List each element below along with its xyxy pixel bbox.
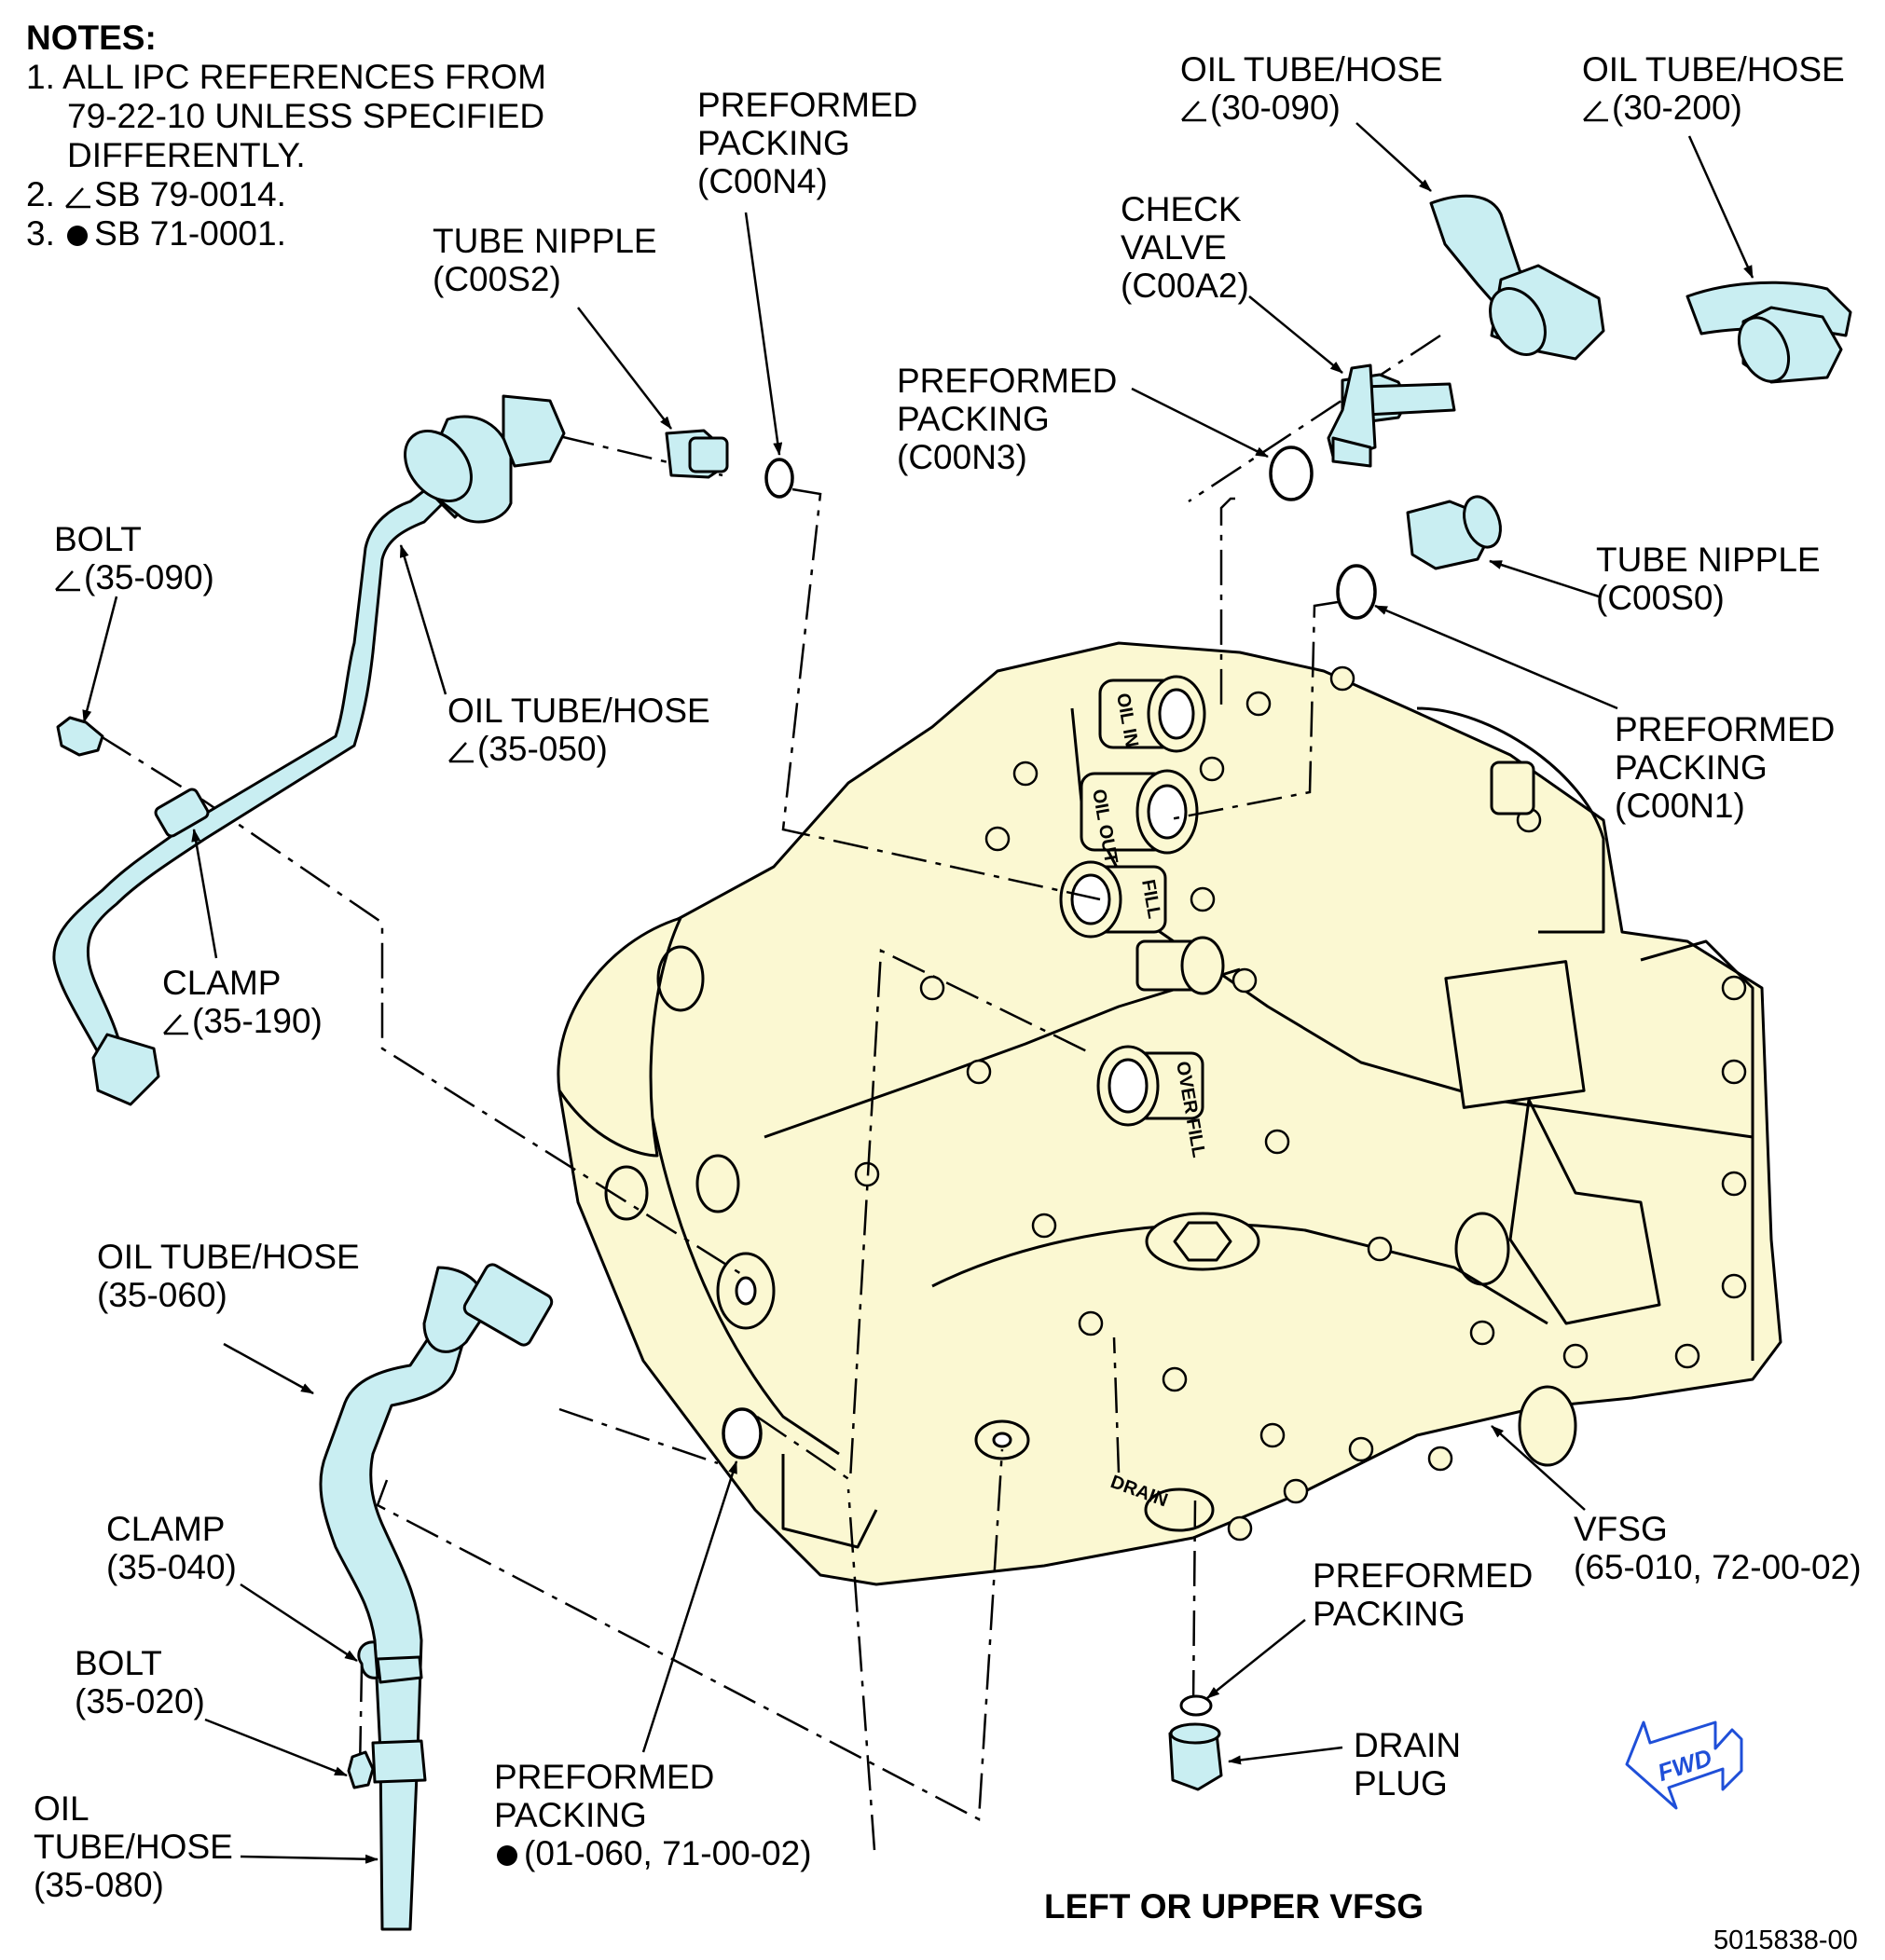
oil-tube-hose-30-200 xyxy=(1685,281,1852,384)
oil-tube-hose-35-060 xyxy=(319,1263,554,1931)
check-valve-port xyxy=(1135,936,1225,995)
oil-tube-hose-30-090 xyxy=(1429,194,1605,361)
callout-preformed-packing-c00n4: PREFORMED PACKING (C00N4) xyxy=(697,86,918,200)
preformed-packing-c00n1 xyxy=(1336,564,1377,620)
drain-plug xyxy=(1168,1722,1223,1791)
note-3: 3. SB 71-0001. xyxy=(26,214,286,253)
oil-in-port xyxy=(1098,675,1206,753)
callout-preformed-packing-c00n1: PREFORMED PACKING (C00N1) xyxy=(1615,710,1836,825)
drawing-number: 5015838-00 xyxy=(1713,1926,1858,1955)
callout-bolt-35-020: BOLT (35-020) xyxy=(75,1644,205,1720)
preformed-packing-c00n3 xyxy=(1269,445,1314,501)
callout-tube-nipple-c00s2: TUBE NIPPLE (C00S2) xyxy=(433,222,657,298)
tube-nipple-c00s2 xyxy=(665,429,729,479)
over-fill-port xyxy=(1096,1045,1204,1127)
callout-drain-plug: DRAIN PLUG xyxy=(1354,1726,1462,1802)
tube-nipple-c00s0 xyxy=(1406,495,1502,570)
fwd-arrow: FWD xyxy=(1625,1720,1743,1810)
callout-preformed-packing-01-060: PREFORMED PACKING (01-060, 71-00-02) xyxy=(494,1758,812,1872)
callout-bolt-35-090: BOLT (35-090) xyxy=(54,520,214,596)
callout-clamp-35-040: CLAMP (35-040) xyxy=(106,1510,237,1586)
notes-title: NOTES: xyxy=(26,19,157,57)
triangle-mark-icon xyxy=(55,570,80,592)
triangle-mark-icon xyxy=(1181,101,1206,122)
filled-circle-icon xyxy=(497,1845,517,1866)
oil-fill-port xyxy=(1059,860,1167,939)
bolt-35-090 xyxy=(56,716,104,757)
callout-oil-tube-hose-35-050: OIL TUBE/HOSE (35-050) xyxy=(447,692,710,768)
note-1-line-2: 79-22-10 UNLESS SPECIFIED xyxy=(67,97,545,135)
note-1-line-3: DIFFERENTLY. xyxy=(67,136,306,174)
callout-oil-tube-hose-30-200: OIL TUBE/HOSE (30-200) xyxy=(1582,50,1845,127)
callout-clamp-35-190: CLAMP (35-190) xyxy=(162,964,323,1040)
clamp-35-040 xyxy=(357,1640,379,1679)
filled-circle-icon xyxy=(67,226,89,246)
triangle-mark-icon xyxy=(1583,101,1608,122)
oil-tube-hose-35-050 xyxy=(52,394,566,1106)
callout-preformed-packing-c00n3: PREFORMED PACKING (C00N3) xyxy=(897,362,1118,476)
bolt-35-020 xyxy=(347,1750,375,1789)
note-1: 1. ALL IPC REFERENCES FROM xyxy=(26,58,546,96)
oil-out-port xyxy=(1080,769,1199,855)
vfsg-housing: OIL IN OIL OUT FILL OVER FILL DRAIN xyxy=(557,641,1782,1586)
figure-caption: LEFT OR UPPER VFSG xyxy=(1044,1887,1424,1926)
triangle-mark-icon xyxy=(65,187,91,209)
callout-check-valve-c00a2: CHECK VALVE (C00A2) xyxy=(1121,190,1249,305)
check-valve-c00a2 xyxy=(1327,363,1456,468)
callout-oil-tube-hose-35-060: OIL TUBE/HOSE (35-060) xyxy=(97,1238,360,1314)
callout-oil-tube-hose-35-080: OIL TUBE/HOSE (35-080) xyxy=(34,1789,233,1904)
preformed-packing-drain xyxy=(1179,1694,1213,1717)
triangle-mark-icon xyxy=(448,742,474,763)
callout-vfsg: VFSG (65-010, 72-00-02) xyxy=(1574,1510,1862,1586)
preformed-packing-c00n4 xyxy=(764,458,794,499)
callout-preformed-packing-drain: PREFORMED PACKING xyxy=(1313,1556,1534,1633)
callout-oil-tube-hose-30-090: OIL TUBE/HOSE (30-090) xyxy=(1180,50,1443,127)
note-2: 2. SB 79-0014. xyxy=(26,175,286,213)
preformed-packing-01-060 xyxy=(722,1407,763,1460)
triangle-mark-icon xyxy=(163,1014,188,1035)
callout-tube-nipple-c00s0: TUBE NIPPLE (C00S0) xyxy=(1596,541,1821,617)
notes-block: NOTES: 1. ALL IPC REFERENCES FROM 79-22-… xyxy=(26,19,546,254)
